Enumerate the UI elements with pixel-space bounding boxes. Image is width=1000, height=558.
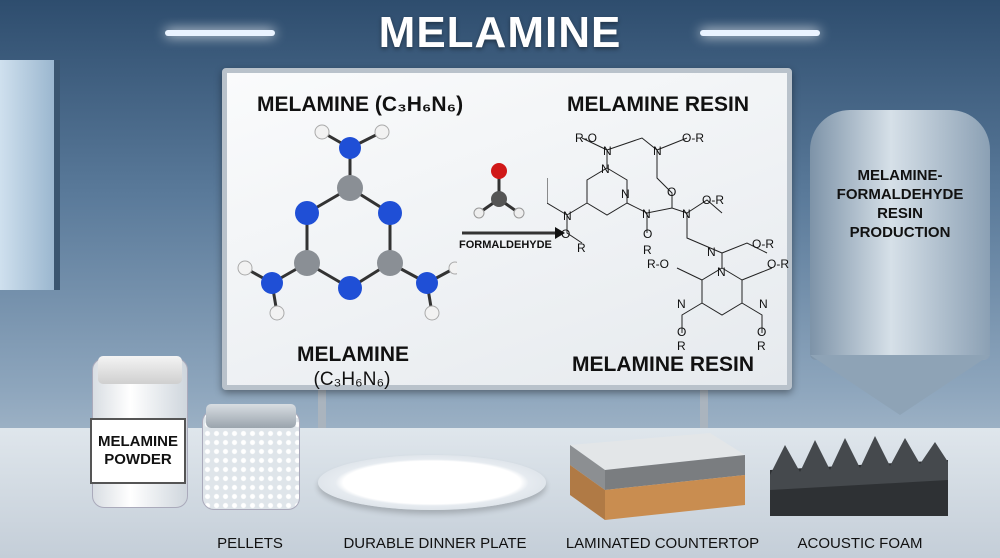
reaction-arrow-icon — [555, 227, 565, 239]
countertop-label: LAMINATED COUNTERTOP — [565, 535, 760, 552]
formaldehyde-molecule — [462, 163, 565, 239]
svg-text:R-O: R-O — [647, 257, 669, 271]
tank-label: MELAMINE- FORMALDEHYDE RESIN PRODUCTION — [812, 166, 988, 242]
lab-window — [0, 60, 60, 290]
svg-text:N: N — [717, 265, 726, 279]
svg-text:N: N — [653, 144, 662, 158]
foam-label: ACOUSTIC FOAM — [797, 535, 923, 552]
svg-text:N: N — [603, 144, 612, 158]
svg-text:N: N — [563, 209, 572, 223]
svg-text:N: N — [707, 245, 716, 259]
board-leg — [700, 388, 708, 433]
acoustic-foam — [770, 436, 948, 516]
svg-text:O-R: O-R — [682, 131, 704, 145]
tank-label-line: RESIN — [877, 205, 923, 222]
svg-text:O: O — [561, 227, 570, 241]
whiteboard: MELAMINE (C₃H₆N₆) MELAMINE RESIN MELAMIN… — [222, 68, 792, 390]
molecule-name: MELAMINE — [297, 343, 409, 366]
svg-text:O: O — [667, 185, 676, 199]
svg-text:O: O — [643, 227, 652, 241]
jar-lid — [98, 356, 182, 384]
tank-label-line: FORMALDEHYDE — [836, 186, 964, 203]
reagent-label: FORMALDEHYDE — [459, 239, 552, 251]
tank-label-line: MELAMINE- — [857, 167, 943, 184]
ceiling-light — [700, 30, 820, 36]
svg-text:N: N — [601, 162, 610, 176]
pellets-jar-lid — [206, 404, 296, 428]
melamine-heading: MELAMINE (C₃H₆N₆) — [257, 93, 464, 116]
plate-label: DURABLE DINNER PLATE — [343, 535, 527, 552]
melamine-molecule — [237, 124, 457, 321]
svg-text:R: R — [677, 339, 686, 353]
ceiling-light — [165, 30, 275, 36]
nitrogen-atoms — [261, 137, 438, 300]
dinner-plate — [318, 455, 546, 510]
pellets-label: PELLETS — [217, 535, 283, 552]
svg-text:R: R — [577, 241, 586, 255]
board-leg — [318, 388, 326, 433]
svg-text:N: N — [621, 187, 630, 201]
tank-cone — [810, 355, 990, 415]
page-title: MELAMINE — [378, 8, 622, 57]
svg-text:O-R: O-R — [767, 257, 789, 271]
tank-label-line: PRODUCTION — [849, 224, 951, 241]
svg-text:O-R: O-R — [702, 193, 724, 207]
svg-text:R: R — [643, 243, 652, 257]
jar-label-line: POWDER — [104, 451, 172, 468]
svg-text:R-O: R-O — [575, 131, 597, 145]
svg-text:N: N — [759, 297, 768, 311]
jar-label-line: MELAMINE — [98, 433, 178, 450]
svg-text:R: R — [757, 339, 766, 353]
svg-text:O: O — [757, 325, 766, 339]
svg-text:N: N — [682, 207, 691, 221]
svg-text:N: N — [642, 207, 651, 221]
resin-caption: MELAMINE RESIN — [572, 353, 755, 376]
svg-text:N: N — [677, 297, 686, 311]
molecule-formula: (C₃H₆N₆) — [313, 369, 391, 390]
resin-heading: MELAMINE RESIN — [567, 93, 750, 116]
svg-text:O: O — [677, 325, 686, 339]
resin-tank — [810, 110, 990, 360]
svg-text:O-R: O-R — [752, 237, 774, 251]
laminated-countertop — [570, 433, 745, 520]
